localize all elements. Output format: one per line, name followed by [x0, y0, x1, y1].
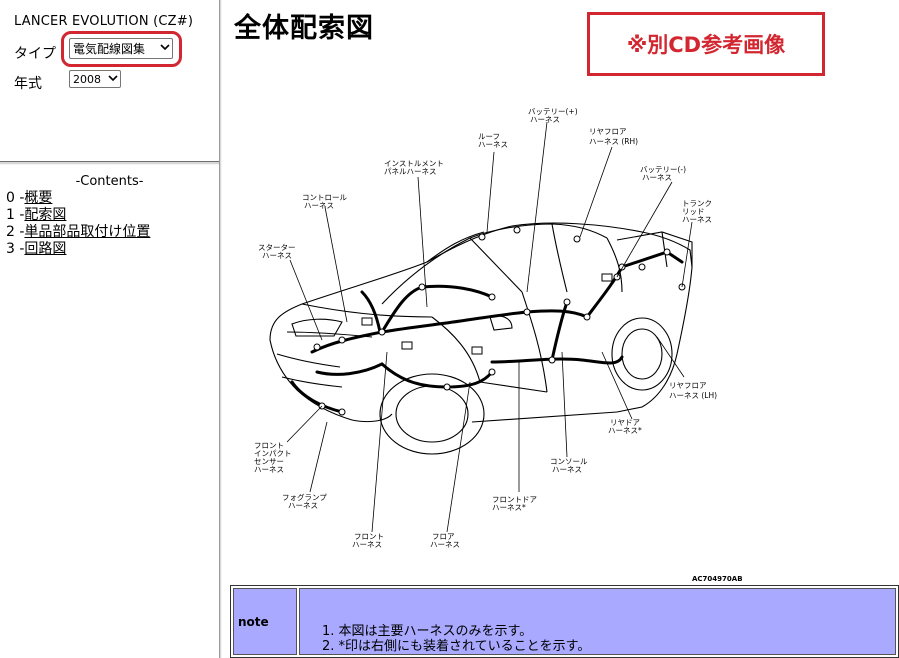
selector-frame: LANCER EVOLUTION (CZ#) タイプ 電気配線図集 年式 200…: [0, 0, 219, 162]
type-select[interactable]: 電気配線図集: [69, 38, 173, 59]
harness-routes: [290, 250, 684, 414]
contents-title: -Contents-: [75, 174, 144, 189]
note-header: note: [233, 588, 297, 655]
contents-list: 0 -概要 1 -配索図 2 -単品部品取付け位置 3 -回路図: [6, 190, 150, 258]
label-trunk-lid: トランクリッドハーネス: [682, 199, 712, 224]
car-body-outline: [269, 222, 693, 455]
label-instrument-panel: インストルメントパネルハーネス: [384, 159, 444, 176]
contents-frame: [0, 165, 219, 658]
note-line: 2. *印は右側にも装着されていることを示す。: [322, 639, 591, 654]
type-label: タイプ: [14, 46, 56, 62]
reference-note-text: ※別CD参考画像: [626, 33, 786, 57]
contents-link[interactable]: 配索図: [24, 207, 67, 223]
label-battery-minus: バッテリー(-)ハーネス: [640, 165, 686, 182]
highlight-ring: [61, 31, 182, 67]
page-title: 全体配索図: [234, 13, 374, 44]
vertical-frame-splitter[interactable]: [219, 0, 222, 658]
contents-item-wiring-routing[interactable]: 1 -配索図: [6, 207, 67, 223]
label-battery-plus: バッテリー(+)ハーネス: [528, 107, 578, 124]
reference-image-note: ※別CD参考画像: [587, 12, 825, 76]
label-rear-floor-rh: リヤフロアハーネス (RH): [589, 127, 638, 146]
model-title: LANCER EVOLUTION (CZ#): [14, 14, 194, 29]
label-front-door: フロントドアハーネス*: [492, 495, 537, 512]
harness-labels: バッテリー(+)ハーネス ルーフハーネス リヤフロアハーネス (RH) インスト…: [254, 107, 717, 549]
contents-item-circuit-diagram[interactable]: 3 -回路図: [6, 241, 67, 257]
type-select-value: 電気配線図集: [73, 42, 146, 56]
label-front-impact-sensor: フロントインパクトセンサーハーネス: [254, 441, 292, 474]
label-console: コンソールハーネス: [550, 457, 588, 474]
year-label: 年式: [14, 76, 42, 92]
wiring-harness-diagram: バッテリー(+)ハーネス ルーフハーネス リヤフロアハーネス (RH) インスト…: [254, 107, 717, 549]
horizontal-frame-splitter[interactable]: [0, 161, 219, 165]
diagram-code: AC704970AB: [692, 575, 743, 583]
label-floor: フロアハーネス: [430, 532, 460, 549]
contents-link[interactable]: 概要: [24, 190, 53, 206]
label-rear-floor-lh: リヤフロアハーネス (LH): [669, 381, 717, 400]
label-control: コントロールハーネス: [302, 193, 347, 210]
label-roof: ルーフハーネス: [478, 132, 508, 149]
label-rear-door: リヤドアハーネス*: [608, 418, 642, 435]
main-frame: 全体配索図 ※別CD参考画像: [222, 0, 899, 658]
leader-lines: [286, 121, 693, 533]
year-select-value: 2008: [73, 72, 101, 86]
contents-item-overview[interactable]: 0 -概要: [6, 190, 53, 206]
label-starter: スターターハーネス: [258, 243, 296, 260]
label-fog-lamp: フォグランプハーネス: [282, 492, 327, 510]
note-body: 1. 本図は主要ハーネスのみを示す。 2. *印は右側にも装着されていることを示…: [299, 588, 896, 655]
contents-link[interactable]: 回路図: [24, 241, 67, 257]
contents-link[interactable]: 単品部品取付け位置: [24, 224, 151, 240]
contents-item-component-location[interactable]: 2 -単品部品取付け位置: [6, 224, 151, 240]
label-front: フロントハーネス: [352, 532, 384, 549]
chevron-down-icon: [158, 43, 172, 54]
connectors: [313, 226, 686, 416]
chevron-down-icon: [106, 74, 120, 85]
year-select[interactable]: 2008: [69, 70, 121, 88]
note-table: note 1. 本図は主要ハーネスのみを示す。 2. *印は右側にも装着されてい…: [230, 585, 899, 658]
note-line: 1. 本図は主要ハーネスのみを示す。: [322, 624, 533, 639]
